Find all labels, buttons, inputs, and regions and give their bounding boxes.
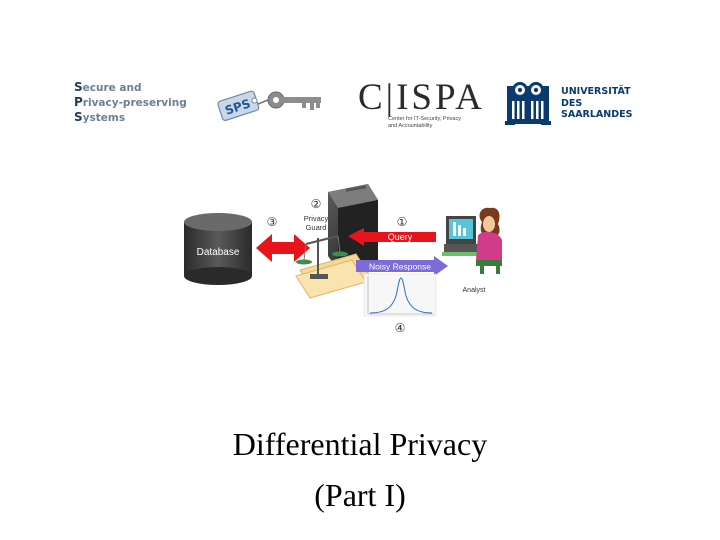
- guard-scale-icon: [295, 235, 371, 299]
- uds-logo: UNIVERSITÄT DES SAARLANDES: [505, 78, 635, 130]
- analyst-label: Analyst: [463, 287, 486, 294]
- database-cylinder: Database: [184, 213, 252, 285]
- sps-cap-1: S: [74, 80, 83, 94]
- privacy-guard-label-2: Guard: [306, 223, 327, 232]
- slide-subtitle: (Part I): [314, 477, 406, 513]
- privacy-diagram: Database ③ ② Privacy Guard ① Query Noisy: [184, 184, 502, 335]
- step-3-marker: ③: [267, 215, 278, 229]
- sps-rest-3: ystems: [82, 112, 126, 124]
- cispa-logo: C|ISPA Center for IT-Security, Privacy a…: [358, 72, 483, 134]
- response-arrow-icon: Noisy Response: [356, 256, 448, 276]
- uds-line-3: SAARLANDES: [561, 109, 633, 120]
- database-label: Database: [197, 247, 240, 258]
- step-2-marker: ②: [311, 197, 322, 211]
- sps-cap-3: S: [74, 110, 83, 124]
- sps-logo: Secure and Privacy-preserving Systems: [74, 80, 189, 128]
- sps-rest-2: rivacy-preserving: [82, 97, 187, 109]
- double-arrow-icon: [256, 234, 310, 262]
- privacy-guard-label-1: Privacy: [304, 214, 329, 223]
- slide-title: Differential Privacy: [232, 426, 488, 462]
- cispa-wordmark: C|ISPA: [358, 77, 485, 118]
- sps-rest-1: ecure and: [82, 82, 142, 94]
- uds-line-1: UNIVERSITÄT: [561, 86, 631, 97]
- cispa-subtitle-1: Center for IT-Security, Privacy: [388, 116, 461, 122]
- noise-distribution-plot: [363, 273, 437, 317]
- uds-line-2: DES: [561, 97, 583, 109]
- step-4-marker: ④: [395, 321, 406, 335]
- query-label: Query: [388, 232, 413, 242]
- response-label: Noisy Response: [369, 262, 431, 272]
- sps-cap-2: P: [74, 95, 83, 109]
- owl-emblem-icon: [505, 82, 551, 125]
- analyst-icon: [442, 207, 502, 274]
- key-tag-logo: SPS: [217, 90, 321, 121]
- query-arrow-icon: Query: [348, 228, 436, 246]
- cispa-subtitle-2: and Accountability: [388, 123, 433, 129]
- step-1-marker: ①: [397, 215, 408, 229]
- key-blade: [283, 97, 321, 103]
